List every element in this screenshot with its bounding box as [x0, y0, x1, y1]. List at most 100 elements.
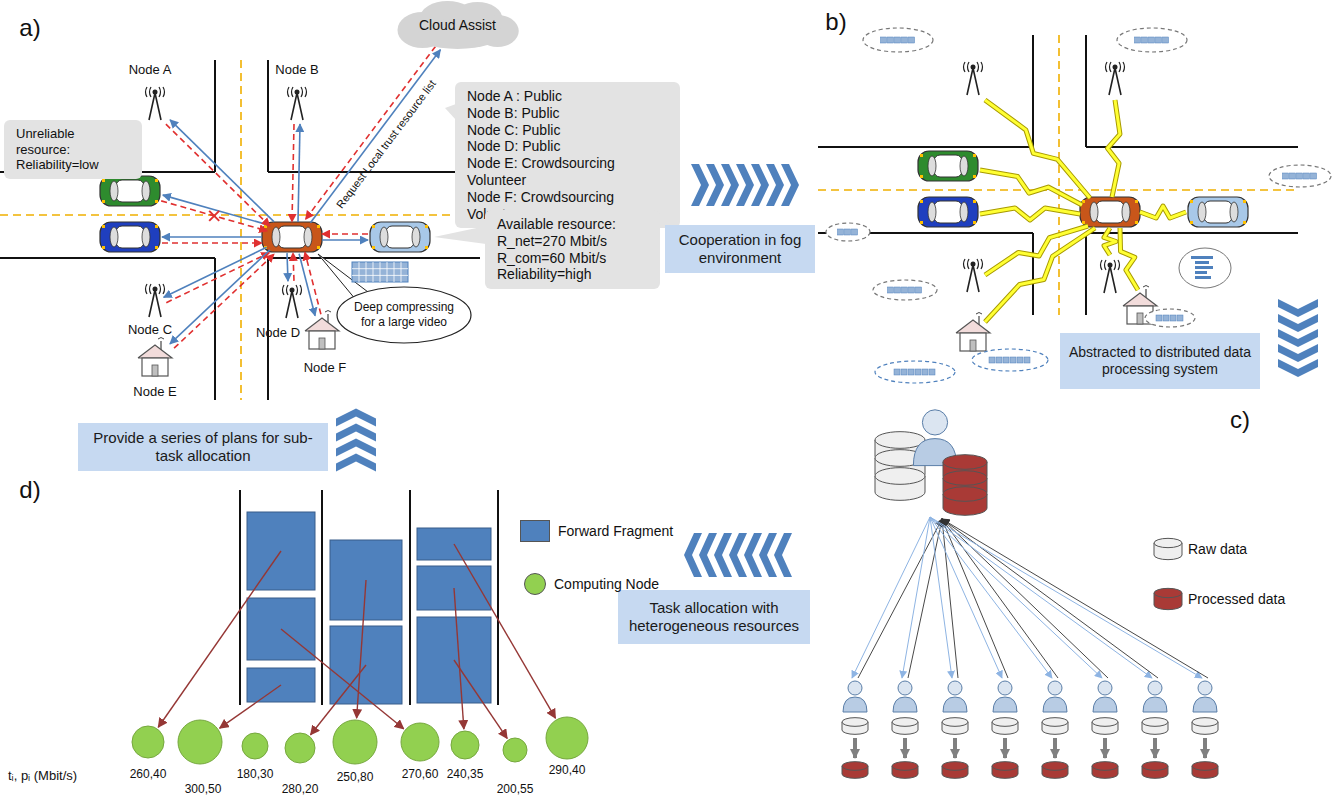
road-edge	[214, 60, 216, 172]
data-block	[901, 369, 907, 375]
node-rate: 200,55	[497, 783, 534, 796]
data-block	[895, 37, 901, 43]
request-arrow	[287, 253, 288, 281]
car-light	[973, 154, 976, 157]
car-icon	[262, 222, 322, 252]
antenna-wave	[146, 87, 148, 97]
legend-text: Processed data	[1188, 591, 1285, 607]
chevron	[1278, 359, 1318, 377]
step-label: Task allocation with heterogeneous resou…	[626, 599, 802, 635]
panel-d	[132, 490, 588, 764]
person-head	[998, 681, 1012, 695]
car-light	[920, 154, 923, 157]
process-arrow	[953, 738, 957, 758]
chevron	[1278, 299, 1318, 317]
video-grid	[359, 262, 360, 282]
person-body	[1193, 697, 1217, 712]
car-light	[317, 225, 320, 228]
car-light	[155, 200, 158, 203]
data-block	[902, 287, 908, 293]
data-bubble	[873, 280, 937, 300]
antenna-wave	[1105, 260, 1107, 270]
house-door	[1137, 313, 1143, 324]
antenna-wave	[296, 285, 298, 295]
cylinder-top	[992, 718, 1018, 727]
car-glass	[380, 227, 388, 247]
cylinder-icon	[1142, 718, 1168, 735]
car-light	[1243, 221, 1246, 224]
link-bolt	[980, 208, 1080, 220]
chevron	[736, 164, 754, 206]
reply-arrow	[305, 252, 321, 314]
car-glass	[110, 227, 118, 247]
column-line	[239, 490, 241, 705]
step-label: Cooperation in fog environment	[673, 231, 807, 267]
antenna-wave	[1110, 62, 1112, 72]
car-light	[102, 225, 105, 228]
antenna-wave	[977, 62, 979, 72]
block-cross	[209, 211, 219, 221]
panel-letter: c)	[1230, 407, 1250, 433]
ellipse-outline	[337, 287, 471, 343]
chevron	[759, 533, 777, 577]
bubble-outline	[875, 361, 955, 383]
reply-arrow	[166, 124, 270, 226]
cloud-box: Cloud Assist	[395, 0, 520, 50]
antenna-wave	[1118, 260, 1120, 270]
cylinder-icon	[875, 468, 925, 501]
cylinder-top	[943, 455, 987, 470]
person-body	[943, 697, 967, 712]
process-arrow	[1003, 738, 1007, 758]
request-arrow	[310, 50, 440, 223]
car-light	[973, 221, 976, 224]
bubble-outline	[863, 28, 933, 52]
link-bolt	[1104, 228, 1116, 255]
list-line	[1195, 266, 1213, 269]
lane-divider	[1058, 35, 1060, 315]
node-text: Reliability=high	[497, 266, 592, 283]
car-light	[973, 200, 976, 203]
car-body	[262, 222, 322, 252]
road-edge	[1085, 233, 1087, 315]
node-rate: 240,35	[447, 768, 484, 781]
node-text: Node D: Public	[467, 138, 560, 155]
reply-arrow	[162, 242, 262, 244]
link-bolt	[1108, 100, 1120, 197]
cylinder-top	[942, 762, 968, 771]
house-wall	[960, 333, 986, 351]
house-wall	[309, 331, 335, 349]
data-block	[922, 369, 928, 375]
antenna-wave	[964, 62, 966, 72]
computing-node	[546, 717, 588, 759]
node-rate: 260,40	[130, 768, 167, 781]
bubble-outline	[873, 280, 937, 300]
cylinder-top	[842, 762, 868, 771]
cylinder-top	[1092, 718, 1118, 727]
legend-item: Processed data	[1188, 591, 1285, 607]
panel-a	[0, 46, 486, 400]
data-block	[1017, 357, 1023, 363]
chevron	[744, 533, 762, 577]
part-label: Node E	[133, 385, 176, 399]
data-block	[1003, 357, 1009, 363]
antenna-wave	[301, 87, 303, 97]
person-icon	[1143, 681, 1167, 712]
car-light	[155, 225, 158, 228]
list-line	[1195, 271, 1207, 274]
house-roof	[1123, 293, 1157, 306]
cylinder-top	[875, 468, 925, 485]
legend-item: Forward Fragment	[520, 520, 673, 542]
chevron	[1278, 344, 1318, 362]
person-icon	[1093, 681, 1117, 712]
person-icon	[893, 681, 917, 712]
link-bolt	[1120, 228, 1138, 290]
antenna-wave	[288, 87, 290, 97]
car-roof	[934, 155, 962, 177]
cylinder-icon	[942, 718, 968, 735]
chevron-arrow	[1278, 299, 1318, 377]
person-body	[1093, 697, 1117, 712]
antenna-wave	[146, 284, 148, 294]
antenna-icon	[288, 87, 307, 120]
person-head	[848, 681, 862, 695]
cylinder-top	[1192, 762, 1218, 771]
